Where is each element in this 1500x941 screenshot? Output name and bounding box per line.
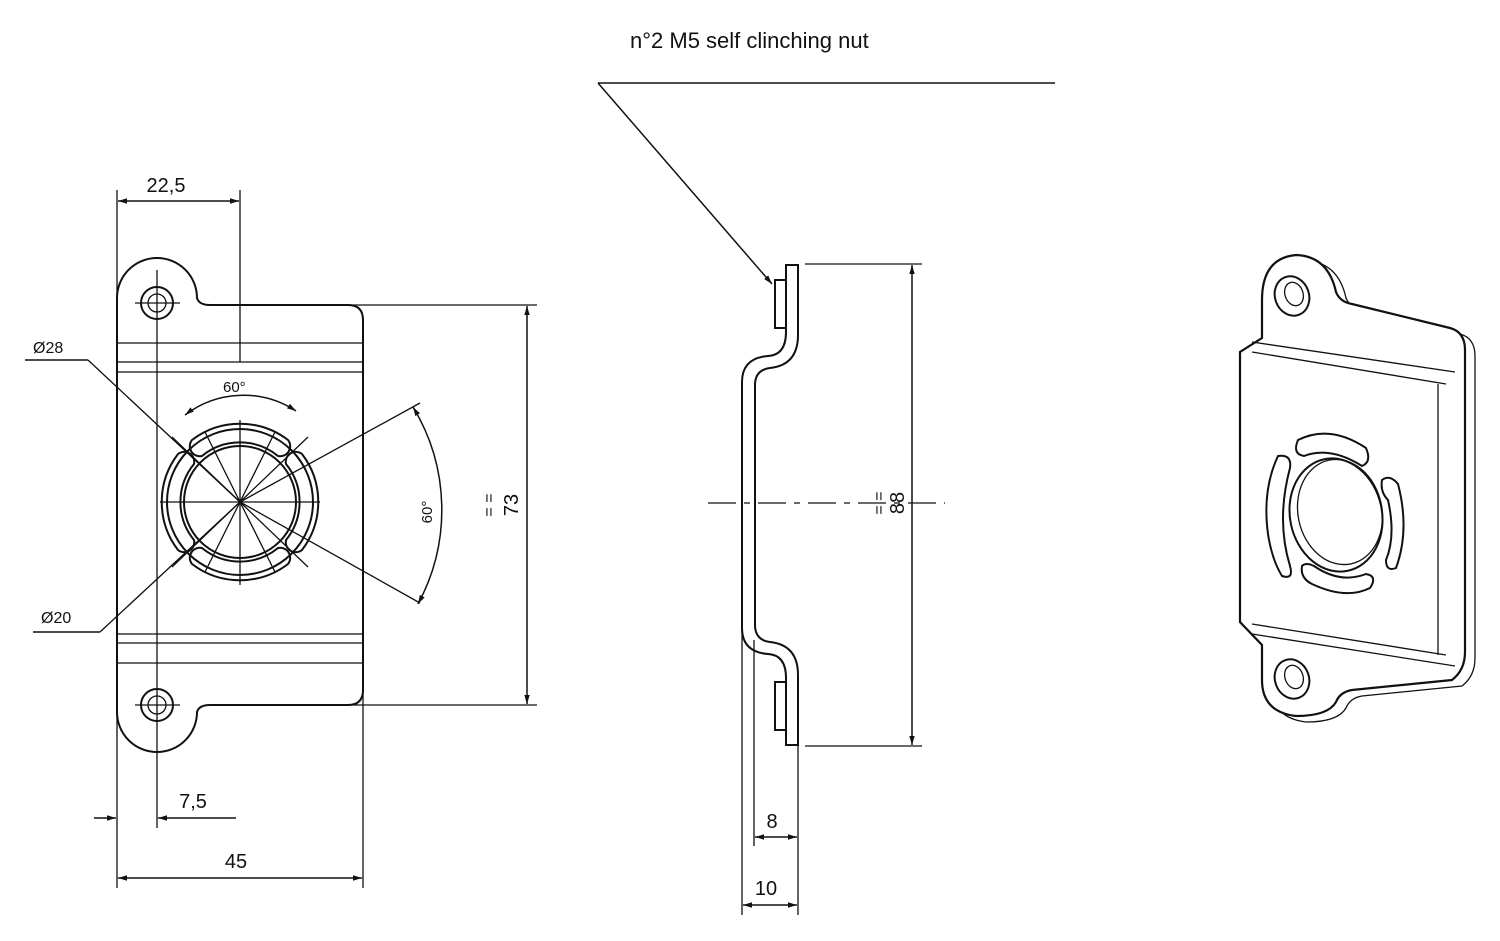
side-dim-depth-outer: 10 (755, 878, 777, 900)
side-dim-height: 88 (887, 492, 909, 514)
front-outline (116, 257, 364, 753)
dim-dia-inner: Ø20 (41, 610, 71, 627)
angle-side: 60° (419, 501, 436, 524)
dim-height: 73 (501, 494, 523, 516)
side-dim-height-equal: = = (871, 491, 888, 514)
dim-height-equal: = = (481, 493, 498, 516)
side-profile (741, 264, 799, 746)
dim-width: 45 (225, 851, 247, 873)
dim-dia-outer: Ø28 (33, 340, 63, 357)
dim-half-width: 22,5 (147, 175, 186, 197)
side-dim-depth-inner: 8 (766, 811, 777, 833)
side-view: 88 = = 8 10 (708, 263, 945, 915)
callout-text: n°2 M5 self clinching nut (630, 28, 869, 53)
dim-hole-offset: 7,5 (179, 791, 207, 813)
isometric-view (1238, 253, 1476, 723)
angle-top: 60° (223, 379, 246, 396)
iso-plate (1238, 253, 1467, 718)
nut-callout: n°2 M5 self clinching nut (597, 28, 1055, 285)
front-view: Ø28 Ø20 60° 60° 22,5 45 7,5 73 = = (25, 175, 537, 888)
